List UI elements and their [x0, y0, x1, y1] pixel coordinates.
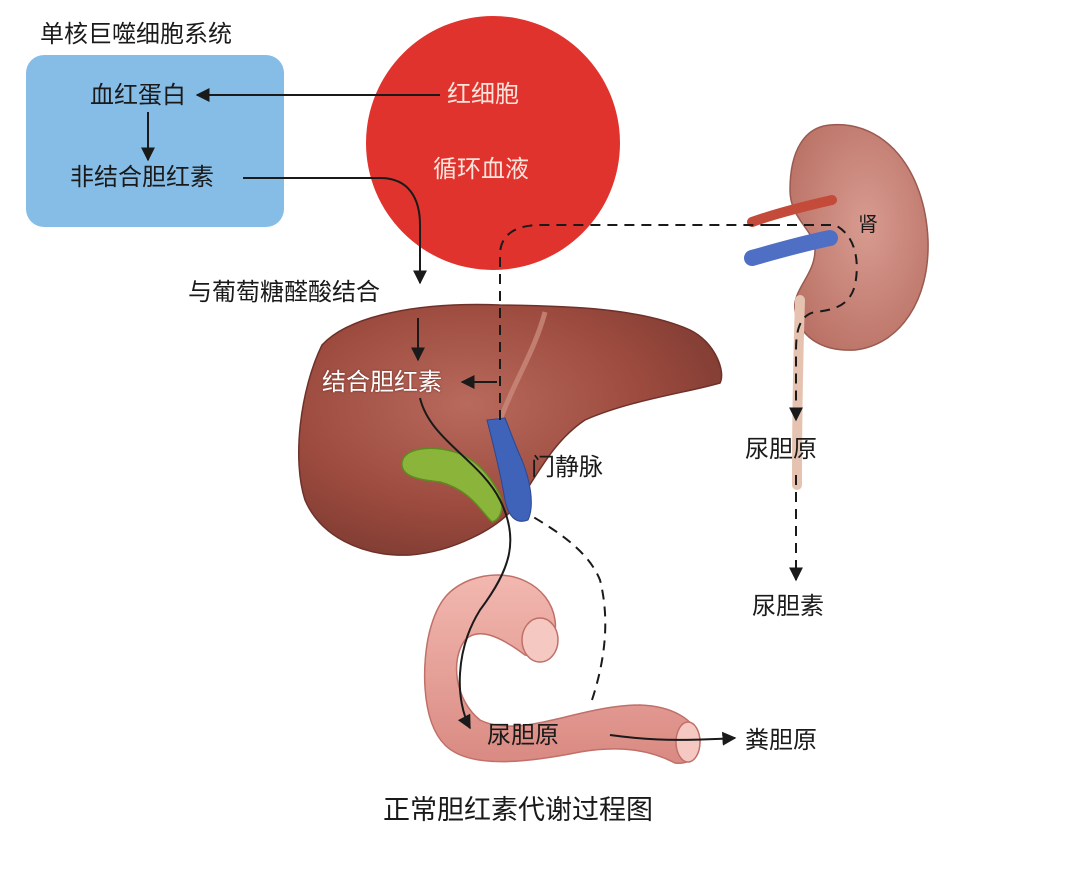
- conjugated-bilirubin-label: 结合胆红素: [322, 368, 442, 396]
- unconjugated-bilirubin-label: 非结合胆红素: [70, 163, 214, 191]
- urobilinogen-intestine-label: 尿胆原: [487, 721, 559, 749]
- stercobilinogen-label: 粪胆原: [745, 726, 817, 754]
- intestine-shape: [423, 574, 701, 764]
- urobilinogen-kidney-label: 尿胆原: [745, 435, 817, 463]
- arrow-conjugated-to-intestine: [419, 397, 512, 730]
- dashed-intestine-to-portal: [529, 514, 607, 701]
- kidney-label: 肾: [858, 212, 878, 236]
- arrow-unconjugated-to-liver: [243, 177, 427, 285]
- blood-circle: [366, 16, 620, 270]
- dashed-portal-to-blood: [499, 224, 770, 420]
- mps-box: [26, 55, 284, 227]
- dashed-kidney-to-urine: [770, 224, 858, 422]
- urobilin-label: 尿胆素: [752, 592, 824, 620]
- red-blood-cell-label: 红细胞: [447, 80, 519, 108]
- mps-system-label: 单核巨噬细胞系统: [40, 20, 232, 48]
- arrow-to-stercobilinogen: [609, 731, 737, 746]
- conjugation-step-label: 与葡萄糖醛酸结合: [188, 278, 380, 306]
- kidney-shape: [789, 124, 929, 351]
- hemoglobin-label: 血红蛋白: [90, 81, 186, 109]
- portal-vein-label: 门静脉: [531, 453, 603, 481]
- portal-vein-shape: [486, 417, 532, 522]
- gallbladder-shape: [401, 447, 503, 523]
- diagram-caption: 正常胆红素代谢过程图: [383, 795, 653, 826]
- circulating-blood-label: 循环血液: [433, 155, 529, 183]
